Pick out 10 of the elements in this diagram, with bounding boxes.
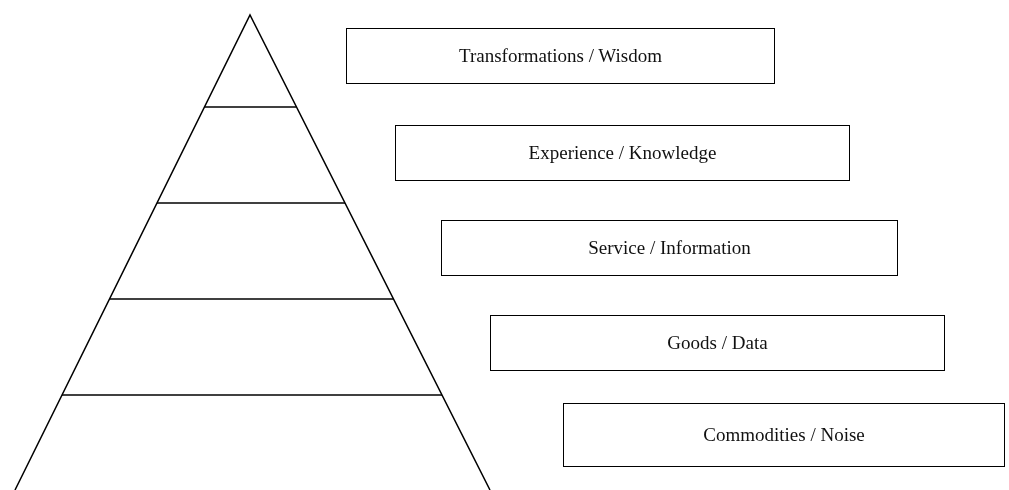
box-label: Goods / Data	[667, 332, 768, 354]
box-label: Commodities / Noise	[703, 424, 865, 446]
box-label: Service / Information	[588, 237, 751, 259]
box-label: Transformations / Wisdom	[459, 45, 662, 67]
label-box	[346, 28, 775, 84]
label-box	[490, 315, 945, 371]
label-box	[395, 125, 850, 181]
label-box	[441, 220, 898, 276]
box-label: Experience / Knowledge	[528, 142, 717, 164]
label-box	[563, 403, 1005, 467]
